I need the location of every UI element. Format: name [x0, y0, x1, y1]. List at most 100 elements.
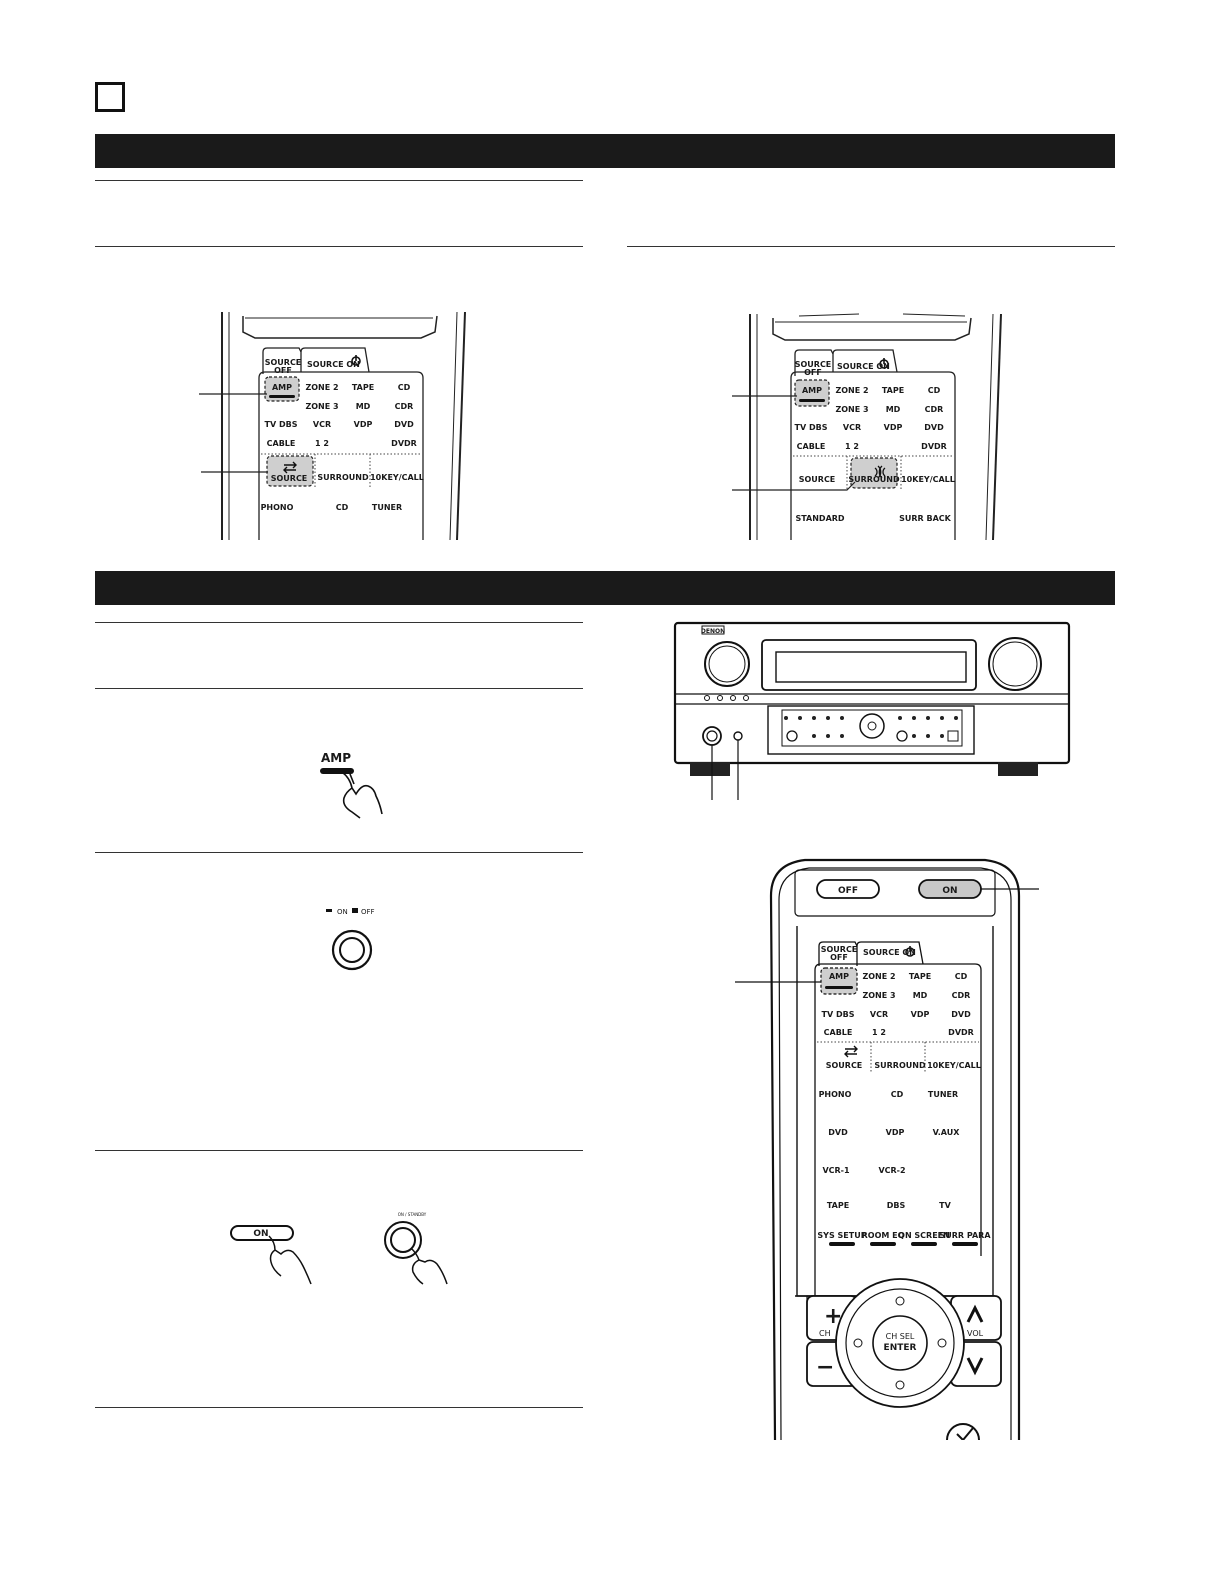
key-zone-1-2: 1 2 [845, 442, 859, 451]
rule [95, 688, 583, 689]
key-vdp: VDP [911, 1010, 930, 1019]
off-button-label: OFF [838, 886, 858, 896]
vol-label: VOL [967, 1329, 984, 1338]
mode-source: SOURCE [799, 475, 836, 484]
key-cdr: CDR [952, 991, 971, 1000]
ch-minus-icon: − [816, 1355, 834, 1380]
input-phono: PHONO [819, 1090, 852, 1099]
key-vcr: VCR [843, 423, 861, 432]
pressing-finger-icon [410, 1247, 448, 1285]
mode-surround: SURROUND [848, 475, 900, 484]
input-vcr1: VCR-1 [822, 1166, 850, 1175]
section-marker-box [95, 82, 125, 112]
key-zone-1-2: 1 2 [872, 1028, 886, 1037]
key-cd: CD [398, 383, 411, 392]
vol-up-icon [966, 1304, 984, 1323]
power-on-label: ON [337, 908, 348, 916]
input-tv: TV [939, 1201, 951, 1210]
standby-label: ON / STANDBY [398, 1212, 427, 1217]
swap-arrows-icon [283, 461, 297, 474]
section-header-bar-1 [95, 134, 1115, 168]
key-dvdr: DVDR [391, 439, 417, 448]
on-button-label: ON [253, 1229, 268, 1239]
input-dbs: DBS [887, 1201, 906, 1210]
power-switch-illustration: ON OFF [326, 908, 375, 971]
amp-key: AMP [829, 972, 849, 981]
rule [95, 622, 583, 623]
tab-source-off-line1: SOURCE [821, 945, 858, 954]
key-zone3: ZONE 3 [835, 405, 868, 414]
tab-source-off-line2: OFF [274, 366, 292, 375]
on-button-press-illustration: ON ON / STANDBY [230, 1212, 448, 1285]
rule [95, 1407, 583, 1408]
surround-back: SURR BACK [899, 514, 952, 523]
mode-10key-call: 10KEY/CALL [370, 473, 424, 482]
swap-arrows-icon [844, 1045, 858, 1058]
key-md: MD [913, 991, 928, 1000]
input-cd: CD [891, 1090, 904, 1099]
enter-label: ENTER [884, 1343, 917, 1353]
enter-button [872, 1315, 928, 1371]
key-cdr: CDR [925, 405, 944, 414]
key-zone2: ZONE 2 [305, 383, 338, 392]
setup-sys-setup: SYS SETUP [817, 1231, 866, 1240]
receiver-front-panel: DENON [673, 621, 1071, 800]
remote-illustration-top-left: SOURCE OFF SOURCE ON AMP ZONE 2 TAPE CD … [199, 312, 466, 541]
tab-source-off-line2: OFF [830, 953, 848, 962]
mode-surround: SURROUND [317, 473, 369, 482]
amp-key: AMP [802, 386, 822, 395]
key-vdp: VDP [884, 423, 903, 432]
setup-surr-para: SURR PARA [939, 1231, 991, 1240]
key-dvd: DVD [394, 420, 414, 429]
key-dvd: DVD [924, 423, 944, 432]
standby-button-outer [384, 1221, 422, 1259]
key-cable: CABLE [267, 439, 296, 448]
mode-source: SOURCE [826, 1061, 863, 1070]
key-cd: CD [955, 972, 968, 981]
mode-surround: SURROUND [874, 1061, 926, 1070]
remote-illustration-full: OFF ON SOURCE OFF SOURCE ON AMP ZONE 2 T… [735, 858, 1039, 1440]
key-zone2: ZONE 2 [835, 386, 868, 395]
tab-source-off-line2: OFF [804, 368, 822, 377]
input-vcr2: VCR-2 [878, 1166, 905, 1175]
pressing-finger-icon [341, 771, 383, 819]
tab-source-on: SOURCE ON [307, 360, 360, 369]
amp-button-press-illustration: AMP [320, 751, 383, 819]
surround-icon [874, 465, 886, 479]
key-md: MD [886, 405, 901, 414]
key-cable: CABLE [824, 1028, 853, 1037]
key-zone3: ZONE 3 [305, 402, 338, 411]
learn-button-partial [946, 1423, 980, 1440]
key-vcr: VCR [313, 420, 331, 429]
off-button [816, 879, 880, 899]
setup-on-screen: ON SCREEN [898, 1231, 950, 1240]
rule [95, 1150, 583, 1151]
power-off-label: OFF [361, 908, 375, 916]
key-tape: TAPE [909, 972, 931, 981]
input-v-aux: V.AUX [933, 1128, 961, 1137]
input-tape: TAPE [827, 1201, 849, 1210]
vol-down-icon [966, 1357, 984, 1376]
input-cd: CD [336, 503, 349, 512]
key-tv-dbs: TV DBS [265, 420, 298, 429]
key-tape: TAPE [882, 386, 904, 395]
callout-line [732, 481, 856, 491]
section-header-bar-2 [95, 571, 1115, 605]
setup-room-eq: ROOM EQ [862, 1231, 905, 1240]
rule [627, 246, 1115, 247]
brand-logo: DENON [701, 628, 725, 635]
tab-source-off-line1: SOURCE [265, 358, 302, 367]
key-md: MD [356, 402, 371, 411]
key-zone2: ZONE 2 [862, 972, 895, 981]
input-dvd: DVD [828, 1128, 848, 1137]
power-switch-outer [331, 929, 373, 971]
tab-source-off-line1: SOURCE [795, 360, 832, 369]
input-vdp: VDP [886, 1128, 905, 1137]
pressing-finger-icon [268, 1235, 312, 1285]
rule [95, 180, 583, 181]
key-dvdr: DVDR [948, 1028, 974, 1037]
key-vcr: VCR [870, 1010, 888, 1019]
key-tv-dbs: TV DBS [795, 423, 828, 432]
on-button-outline [230, 1225, 294, 1241]
key-cable: CABLE [797, 442, 826, 451]
